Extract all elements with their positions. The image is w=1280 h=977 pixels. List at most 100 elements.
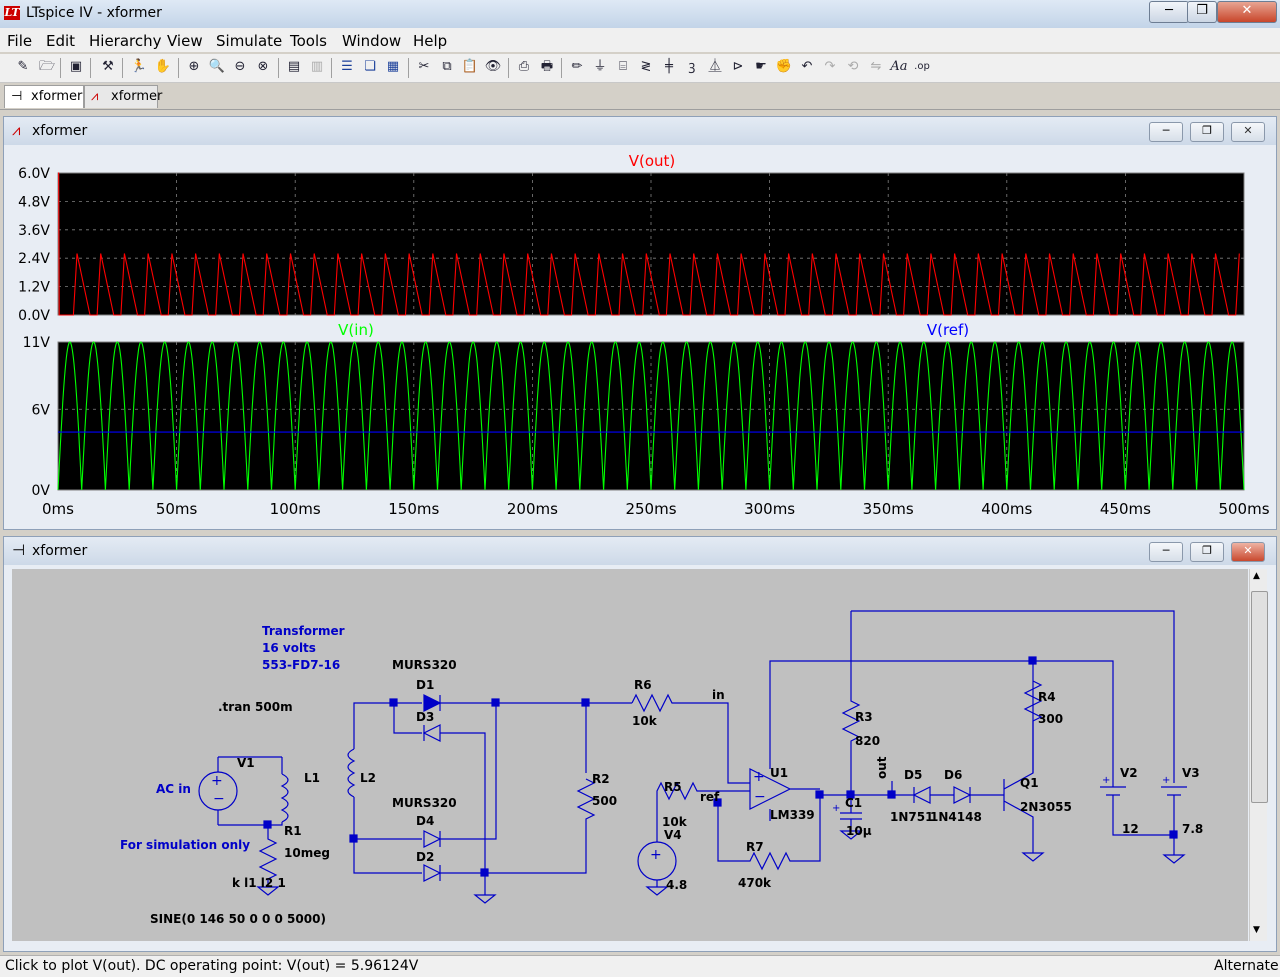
- d6-value[interactable]: 1N4148: [930, 810, 982, 824]
- v4-value[interactable]: 4.8: [666, 878, 687, 892]
- zoom-in-icon[interactable]: ⊕: [188, 59, 200, 74]
- scroll-down-icon[interactable]: ▼: [1253, 925, 1260, 935]
- d5-label[interactable]: D5: [904, 768, 922, 782]
- r2-value[interactable]: 500: [592, 794, 617, 808]
- menu-simulate[interactable]: Simulate: [216, 32, 283, 50]
- d1-label[interactable]: D1: [416, 678, 434, 692]
- r3-value[interactable]: 820: [855, 734, 880, 748]
- find-icon[interactable]: 👁: [484, 59, 502, 74]
- waveform-plot[interactable]: 6.0V4.8V3.6V2.4V1.2V0.0V11V6V0VV(out)V(i…: [4, 145, 1274, 527]
- r2-label[interactable]: R2: [592, 772, 610, 786]
- redo-icon[interactable]: ↷: [824, 59, 836, 74]
- schematic-maximize-button[interactable]: ❐: [1190, 542, 1224, 562]
- resistor-icon[interactable]: ≷: [640, 59, 652, 74]
- text-icon[interactable]: Aa: [890, 59, 908, 74]
- l1-label[interactable]: L1: [304, 771, 320, 785]
- label-net-icon[interactable]: ⌸: [619, 59, 627, 74]
- menu-hierarchy[interactable]: Hierarchy: [89, 32, 162, 50]
- minimize-button[interactable]: ─: [1149, 1, 1189, 23]
- v3-value[interactable]: 7.8: [1182, 822, 1203, 836]
- l2-label[interactable]: L2: [360, 771, 376, 785]
- autorange-icon[interactable]: ▤: [287, 59, 301, 74]
- cut-icon[interactable]: ✂: [418, 59, 430, 74]
- draw-wire-icon[interactable]: ✏: [571, 59, 583, 74]
- d2-label[interactable]: D2: [416, 850, 434, 864]
- u1-label[interactable]: U1: [770, 766, 788, 780]
- print-preview-icon[interactable]: ⎙: [518, 59, 530, 74]
- r5-label[interactable]: R5: [664, 780, 682, 794]
- diode-icon[interactable]: ⏅: [708, 59, 722, 74]
- inductor-icon[interactable]: ꝫ: [688, 59, 696, 74]
- fft-icon[interactable]: ▥: [310, 59, 324, 74]
- menu-tools[interactable]: Tools: [290, 32, 327, 50]
- menu-file[interactable]: File: [7, 32, 33, 50]
- halt-icon[interactable]: ✋: [154, 59, 172, 74]
- q1-value[interactable]: 2N3055: [1020, 800, 1072, 814]
- schematic-close-button[interactable]: ✕: [1231, 542, 1265, 562]
- r1-value[interactable]: 10meg: [284, 846, 330, 860]
- net-label-ref[interactable]: ref: [700, 790, 720, 804]
- r4-label[interactable]: R4: [1038, 690, 1056, 704]
- r7-value[interactable]: 470k: [738, 876, 772, 890]
- d5-value[interactable]: 1N751: [890, 810, 933, 824]
- rotate-icon[interactable]: ⟲: [847, 59, 859, 74]
- net-label-in[interactable]: in: [712, 688, 725, 702]
- r7-label[interactable]: R7: [746, 840, 764, 854]
- v2-value[interactable]: 12: [1122, 822, 1139, 836]
- scrollbar-thumb[interactable]: [1251, 591, 1268, 803]
- c1-value[interactable]: 10µ: [846, 824, 872, 838]
- tab-waveform-xformer[interactable]: ⩘ xformer: [84, 85, 162, 108]
- d4-label[interactable]: D4: [416, 814, 434, 828]
- v3-label[interactable]: V3: [1182, 766, 1200, 780]
- net-label-out[interactable]: out: [875, 756, 889, 779]
- menu-view[interactable]: View: [167, 32, 203, 50]
- r3-label[interactable]: R3: [855, 710, 873, 724]
- plot-close-button[interactable]: ✕: [1231, 122, 1265, 142]
- drag-icon[interactable]: ✊: [775, 59, 793, 74]
- schematic-scrollbar[interactable]: ▲ ▼: [1249, 569, 1268, 941]
- tab-schematic-xformer[interactable]: ⊣ xformer: [4, 85, 84, 108]
- maximize-button[interactable]: ❐: [1187, 1, 1217, 23]
- schematic-canvas[interactable]: Transformer 16 volts 553-FD7-16 .tran 50…: [12, 569, 1248, 941]
- plot-minimize-button[interactable]: ─: [1149, 122, 1183, 142]
- c1-label[interactable]: C1: [845, 796, 862, 810]
- open-icon[interactable]: 🗁: [38, 59, 56, 74]
- undo-icon[interactable]: ↶: [801, 59, 813, 74]
- tile-horizontal-icon[interactable]: ☰: [341, 59, 353, 74]
- plot-maximize-button[interactable]: ❐: [1190, 122, 1224, 142]
- save-icon[interactable]: ▣: [69, 59, 83, 74]
- q1-label[interactable]: Q1: [1020, 776, 1039, 790]
- sine-value[interactable]: SINE(0 146 50 0 0 0 5000): [150, 912, 326, 926]
- u1-value[interactable]: LM339: [770, 808, 815, 822]
- move-icon[interactable]: ☛: [755, 59, 767, 74]
- close-button[interactable]: ✕: [1217, 1, 1277, 23]
- component-icon[interactable]: ⊳: [732, 59, 744, 74]
- ground-icon[interactable]: ⏚: [593, 59, 607, 74]
- zoom-out-icon[interactable]: ⊖: [234, 59, 246, 74]
- r5-value[interactable]: 10k: [662, 815, 688, 829]
- control-panel-icon[interactable]: ⚒: [102, 59, 114, 74]
- cascade-icon[interactable]: ❏: [364, 59, 376, 74]
- run-icon[interactable]: 🏃: [130, 59, 148, 74]
- menu-window[interactable]: Window: [342, 32, 402, 50]
- menu-edit[interactable]: Edit: [46, 32, 76, 50]
- new-schematic-icon[interactable]: ✎: [17, 59, 29, 74]
- zoom-box-icon[interactable]: 🔍: [208, 59, 226, 74]
- mirror-icon[interactable]: ⇋: [870, 59, 882, 74]
- capacitor-icon[interactable]: ╪: [665, 59, 673, 74]
- spice-directive-icon[interactable]: .op: [914, 61, 930, 72]
- zoom-cancel-icon[interactable]: ⊗: [257, 59, 269, 74]
- r6-value[interactable]: 10k: [632, 714, 658, 728]
- d3-label[interactable]: D3: [416, 710, 434, 724]
- copy-icon[interactable]: ⧉: [442, 59, 452, 74]
- v2-label[interactable]: V2: [1120, 766, 1138, 780]
- schematic-minimize-button[interactable]: ─: [1149, 542, 1183, 562]
- tile-vertical-icon[interactable]: ▦: [386, 59, 400, 74]
- r1-label[interactable]: R1: [284, 824, 302, 838]
- v4-label[interactable]: V4: [664, 828, 682, 842]
- v1-label[interactable]: V1: [237, 756, 255, 770]
- scroll-up-icon[interactable]: ▲: [1253, 571, 1260, 581]
- tran-directive[interactable]: .tran 500m: [218, 700, 293, 714]
- menu-help[interactable]: Help: [413, 32, 448, 50]
- paste-icon[interactable]: 📋: [461, 59, 479, 74]
